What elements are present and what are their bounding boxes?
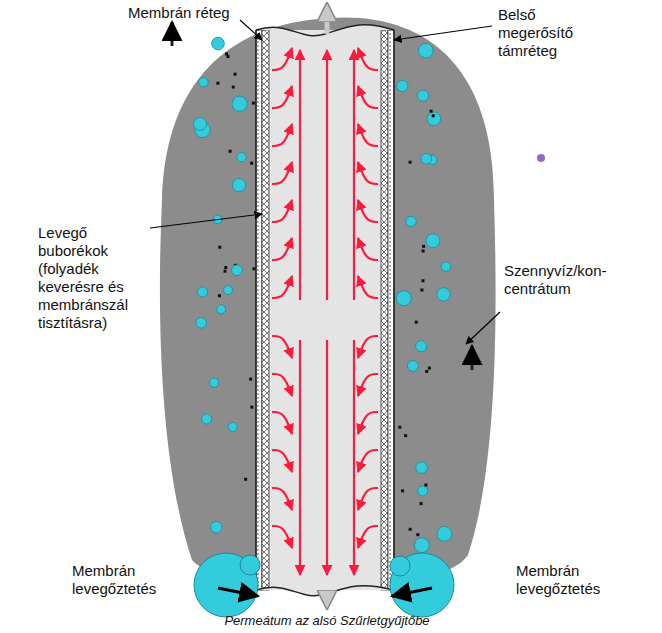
callout-label: Membrán levegőztetés — [516, 562, 626, 598]
rise-arrow — [471, 346, 474, 370]
aeration-bubble — [390, 553, 454, 617]
bullet-dot — [537, 154, 545, 162]
leader-line — [240, 20, 262, 40]
aeration-bubble — [240, 555, 260, 575]
flow-arrow — [325, 6, 330, 34]
callout-label: Membrán réteg — [128, 4, 248, 22]
air-bubbles — [194, 37, 452, 552]
leader-line — [394, 26, 492, 40]
callout-label: Belső megerősítő támréteg — [498, 6, 598, 60]
caption: Permeátum az alsó Szűrletgyűjtőbe — [224, 612, 429, 630]
callout-label: Membrán levegőztetés — [72, 562, 182, 598]
callout-label: Szennyvíz/kon- centrátum — [504, 262, 614, 298]
leader-line — [466, 312, 500, 344]
membrane-fiber — [256, 25, 394, 596]
aeration-arrow — [218, 588, 258, 596]
aeration-bubble — [390, 556, 410, 576]
callout-label: Levegő buborékok (folyadék keverésre és … — [38, 224, 146, 332]
permeate-arrows — [272, 48, 378, 575]
wastewater-region — [160, 18, 496, 590]
rise-arrow — [171, 22, 174, 46]
aeration-arrow — [392, 588, 432, 596]
flow-arrow — [325, 594, 330, 606]
leader-line — [150, 214, 262, 228]
